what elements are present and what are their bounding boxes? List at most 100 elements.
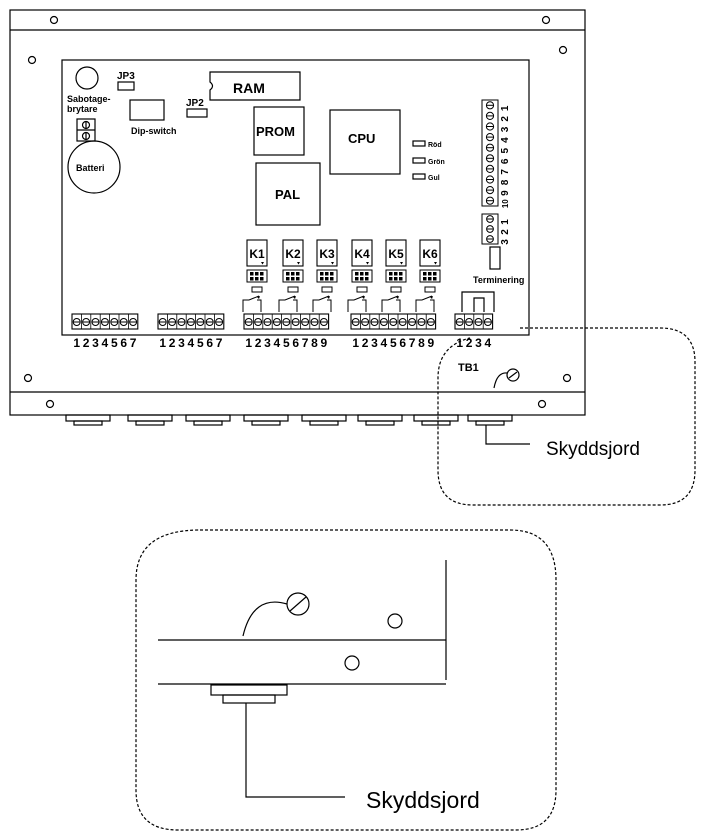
cpu-label: CPU xyxy=(348,131,375,146)
terminal-number: 2 xyxy=(169,336,176,350)
terminal-screw xyxy=(398,318,407,326)
relay-body xyxy=(282,239,304,267)
terminal-screw xyxy=(282,318,291,326)
terminal-screw xyxy=(205,318,214,326)
terminal-screw xyxy=(291,318,300,326)
terminal-number: 6 xyxy=(120,336,127,350)
terminal-block-body xyxy=(157,313,225,330)
terminal-screw xyxy=(100,318,109,326)
terminal-screw xyxy=(465,318,474,326)
tb1-label: TB1 xyxy=(458,362,479,374)
terminal-screw xyxy=(370,318,379,326)
terminal-screw xyxy=(272,318,281,326)
terminal-number: 7 xyxy=(409,336,416,350)
terminal-number: 1 xyxy=(500,219,511,225)
zoom-bubble-bottom xyxy=(135,529,557,831)
terminal-number: 1 xyxy=(352,336,359,350)
terminal-screw xyxy=(177,318,186,326)
terminal-screw xyxy=(129,318,138,326)
terminal-number: 10 xyxy=(501,199,510,208)
led-green-label: Grön xyxy=(428,159,445,166)
terminal-number: 6 xyxy=(399,336,406,350)
terminal-screw xyxy=(483,318,492,326)
enclosure-outline xyxy=(9,9,586,416)
dip-switch xyxy=(129,99,165,121)
terminal-screw xyxy=(254,318,263,326)
terminal-screw xyxy=(379,318,388,326)
cpu-chip xyxy=(329,109,401,175)
terminal-number: 3 xyxy=(264,336,271,350)
relay-jumper xyxy=(316,269,338,283)
terminal-screw xyxy=(485,111,495,121)
terminal-screw xyxy=(82,318,91,326)
terminal-number: 6 xyxy=(292,336,299,350)
terminal-number: 9 xyxy=(321,336,328,350)
terminal-screw xyxy=(485,196,495,205)
terminal-screw xyxy=(72,318,81,326)
terminal-number: 9 xyxy=(428,336,435,350)
battery xyxy=(67,140,121,194)
terminal-screw xyxy=(158,318,167,326)
terminal-number: 1 xyxy=(500,105,511,111)
terminal-screw xyxy=(455,318,464,326)
terminal-screw xyxy=(485,186,495,195)
terminal-screw xyxy=(486,215,494,223)
terminal-number: 1 xyxy=(456,336,463,350)
terminal-number: 4 xyxy=(188,336,195,350)
terminal-screw xyxy=(91,318,100,326)
terminal-number: 1 xyxy=(159,336,166,350)
relay-k1: K1 xyxy=(242,239,268,312)
led-yellow-label: Gul xyxy=(428,175,440,182)
pal-chip xyxy=(255,162,321,226)
ram-chip xyxy=(209,71,301,101)
terminal-number: 2 xyxy=(500,229,511,235)
zoom-bubble-top xyxy=(437,327,696,506)
mounting-holes xyxy=(23,15,572,409)
jp2-jumper xyxy=(186,108,208,118)
terminal-screw xyxy=(263,318,272,326)
terminal-number: 6 xyxy=(206,336,213,350)
ground-lead-bottom xyxy=(242,601,288,637)
relay-body xyxy=(246,239,268,267)
detail-hole-upper xyxy=(387,613,403,629)
terminal-number: 5 xyxy=(111,336,118,350)
jp2-label: JP2 xyxy=(186,98,204,109)
terminal-number: 2 xyxy=(466,336,473,350)
terminal-screw xyxy=(389,318,398,326)
relay-label: K4 xyxy=(354,247,370,261)
terminal-block-body xyxy=(243,313,330,330)
terminal-number: 1 xyxy=(245,336,252,350)
terminal-number: 4 xyxy=(500,137,511,143)
relay-body xyxy=(385,239,407,267)
terminal-number: 1 xyxy=(73,336,80,350)
terminal-number: 2 xyxy=(255,336,262,350)
sabotage-switch xyxy=(75,66,99,90)
cable-glands xyxy=(65,414,513,426)
terminal-number: 3 xyxy=(475,336,482,350)
terminal-number: 4 xyxy=(381,336,388,350)
terminal-number: 7 xyxy=(216,336,223,350)
relay-k3: K3 xyxy=(312,239,338,312)
terminal-screw xyxy=(351,318,360,326)
jp3-jumper xyxy=(117,81,135,91)
led-green xyxy=(412,157,426,164)
terminal-screw xyxy=(485,154,495,163)
relay-k5: K5 xyxy=(381,239,407,312)
terminal-screw xyxy=(408,318,417,326)
relay-k2: K2 xyxy=(278,239,304,312)
relay-label: K6 xyxy=(422,247,438,261)
terminal-number: 3 xyxy=(178,336,185,350)
terminal-screw xyxy=(486,225,494,233)
relay-body xyxy=(351,239,373,267)
terminal-number: 6 xyxy=(500,158,511,164)
terminal-number: 4 xyxy=(485,336,492,350)
terminal-screw xyxy=(186,318,195,326)
sabotage-label-2: brytare xyxy=(67,104,98,114)
skyddsjord-leader-top xyxy=(485,425,530,445)
relay-label: K5 xyxy=(388,247,404,261)
